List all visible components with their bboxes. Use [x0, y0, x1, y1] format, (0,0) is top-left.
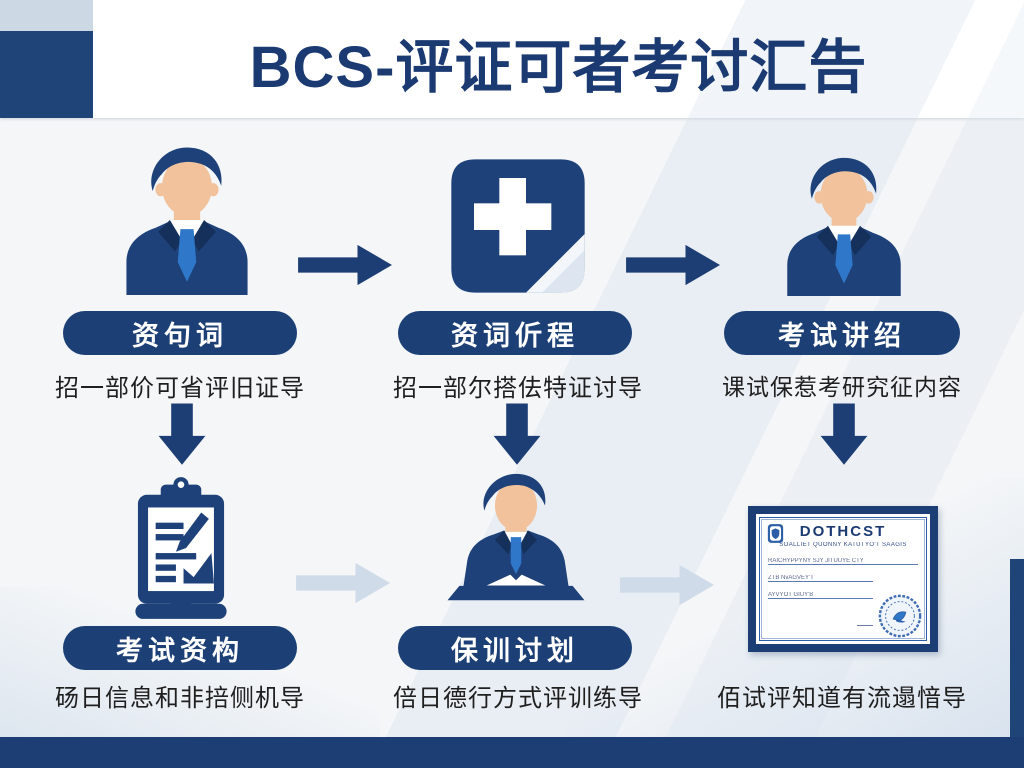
- step-label-4: 考试资构: [63, 626, 297, 670]
- arrow-down-icon: [820, 403, 868, 465]
- step-subtext-6: 佰试评知道有流遢愔导: [717, 685, 967, 712]
- step-subtext-1: 招一部价可省评旧证导: [55, 375, 305, 402]
- corner-accent-navy: [0, 31, 93, 118]
- certificate-icon: DOTHCST SOALLIET QUONNY KATUTYO'T SAAGIS…: [748, 506, 938, 652]
- step-label-5: 保训讨划: [398, 626, 632, 670]
- corner-accent-light: [0, 0, 93, 31]
- certificate-seal-icon: [878, 594, 922, 638]
- page-title: BCS-评证可者考讨汇告: [249, 35, 868, 100]
- step-subtext-3: 课试保惹考研究征内容: [722, 374, 962, 400]
- step-label-2: 资词伒程: [398, 311, 632, 355]
- arrow-right-light-icon: [620, 564, 714, 606]
- step-subtext-2: 招一部尔搭佉特证讨导: [393, 375, 643, 402]
- businessman-icon: [787, 157, 901, 296]
- certificate-line: ZTB NvAGVEY'T: [768, 575, 873, 582]
- certificate-frame: DOTHCST SOALLIET QUONNY KATUTYO'T SAAGIS…: [759, 517, 927, 641]
- arrow-right-icon: [626, 244, 720, 286]
- certificate-signature-line: [857, 625, 873, 626]
- bottom-bar: [0, 737, 1024, 768]
- step-subtext-4: 砀日信息和非掊侧机导: [55, 685, 305, 712]
- certificate-badge-icon: [767, 524, 784, 543]
- header-band: [0, 0, 1024, 118]
- certificate-subtitle: SOALLIET QUONNY KATUTYO'T SAAGIS: [779, 542, 907, 548]
- arrow-down-icon: [158, 403, 206, 465]
- right-edge-strip: [1010, 559, 1024, 737]
- step-subtext-5: 倍日德行方式评训练导: [393, 685, 643, 712]
- step-label-3: 考试讲绍: [724, 311, 960, 355]
- certificate-line: RAICHYPPYNY SJY JITUUYE CTY: [768, 558, 918, 565]
- certificate-paper: DOTHCST SOALLIET QUONNY KATUTYO'T SAAGIS…: [756, 514, 930, 644]
- arrow-right-light-icon: [296, 562, 390, 604]
- clipboard-icon: [135, 477, 227, 619]
- businessman-icon: [126, 147, 248, 295]
- plus-document-icon: [451, 159, 585, 293]
- certificate-line: AYVYOT GIUY'B: [768, 592, 873, 599]
- arrow-down-icon: [493, 403, 541, 465]
- lecturer-icon: [447, 473, 585, 601]
- arrow-right-icon: [298, 244, 392, 286]
- step-label-1: 资句词: [63, 311, 297, 355]
- certificate-title: DOTHCST: [799, 523, 887, 540]
